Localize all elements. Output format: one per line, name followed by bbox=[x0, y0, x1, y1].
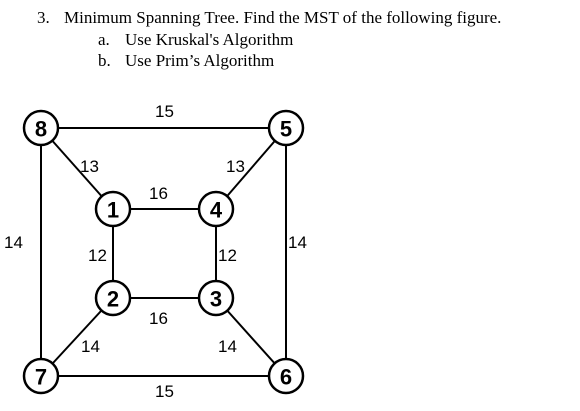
node-circle bbox=[267, 109, 305, 147]
node-4: 4 bbox=[197, 190, 235, 228]
node-circle bbox=[94, 190, 132, 228]
node-label: 7 bbox=[35, 365, 47, 390]
edge-weight-8-5: 15 bbox=[155, 102, 174, 121]
edges-layer bbox=[40, 127, 287, 377]
node-circle bbox=[22, 357, 60, 395]
question-line: 3. Minimum Spanning Tree. Find the MST of… bbox=[37, 7, 501, 28]
node-label: 1 bbox=[107, 198, 119, 223]
subitem-kruskal: a. Use Kruskal's Algorithm bbox=[98, 29, 293, 50]
node-8: 8 bbox=[22, 109, 60, 147]
node-label: 2 bbox=[107, 287, 119, 312]
node-6: 6 bbox=[267, 357, 305, 395]
node-label: 8 bbox=[35, 117, 47, 142]
subitem-text: Use Prim’s Algorithm bbox=[125, 51, 275, 70]
node-circle bbox=[267, 357, 305, 395]
node-label: 5 bbox=[280, 117, 292, 142]
node-label: 6 bbox=[280, 365, 292, 390]
subitem-letter: a. bbox=[98, 30, 110, 49]
edge-weight-5-6: 14 bbox=[288, 233, 307, 252]
edge-weight-1-4: 16 bbox=[149, 184, 168, 203]
edge-weight-4-3: 12 bbox=[218, 246, 237, 265]
node-label: 3 bbox=[210, 287, 222, 312]
node-label: 4 bbox=[210, 198, 223, 223]
node-5: 5 bbox=[267, 109, 305, 147]
edge-weight-7-6: 15 bbox=[155, 382, 174, 401]
subitem-letter: b. bbox=[98, 51, 111, 70]
edge-weight-2-3: 16 bbox=[149, 309, 168, 328]
node-circle bbox=[197, 279, 235, 317]
question-number: 3. bbox=[37, 8, 50, 27]
edge-weight-8-1: 13 bbox=[80, 157, 99, 176]
question-text: Minimum Spanning Tree. Find the MST of t… bbox=[64, 8, 502, 27]
edge-weight-8-7: 14 bbox=[4, 233, 23, 252]
node-circle bbox=[94, 279, 132, 317]
subitem-prim: b. Use Prim’s Algorithm bbox=[98, 50, 274, 71]
edge-weight-1-2: 12 bbox=[88, 246, 107, 265]
subitem-text: Use Kruskal's Algorithm bbox=[125, 30, 294, 49]
node-3: 3 bbox=[197, 279, 235, 317]
node-7: 7 bbox=[22, 357, 60, 395]
node-2: 2 bbox=[94, 279, 132, 317]
edge-weight-3-6: 14 bbox=[218, 337, 237, 356]
edge-weight-2-7: 14 bbox=[81, 337, 100, 356]
node-1: 1 bbox=[94, 190, 132, 228]
node-circle bbox=[197, 190, 235, 228]
edge-weight-5-4: 13 bbox=[226, 157, 245, 176]
node-circle bbox=[22, 109, 60, 147]
